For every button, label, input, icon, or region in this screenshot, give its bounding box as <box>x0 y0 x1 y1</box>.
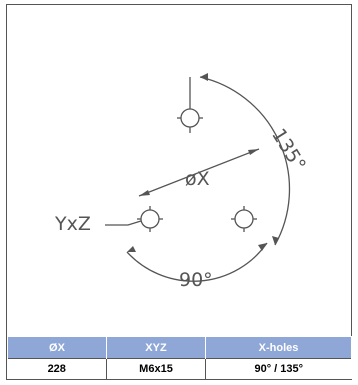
hole-left <box>140 209 160 229</box>
angle-90-label: 90° <box>179 269 213 291</box>
spec-card: øX YxZ 90° 135° ØX XYZ X-holes 228 M6x15… <box>6 4 352 380</box>
cell-x-holes: 90° / 135° <box>205 358 352 379</box>
header-thread: XYZ <box>106 336 206 359</box>
thread-label: YxZ <box>54 213 91 235</box>
hole-top <box>180 108 200 128</box>
angle-90-arc <box>126 242 268 282</box>
cell-thread: M6x15 <box>106 358 206 379</box>
spec-table: ØX XYZ X-holes 228 M6x15 90° / 135° <box>7 336 352 379</box>
header-x-holes: X-holes <box>205 336 352 359</box>
diameter-label: øX <box>185 168 210 190</box>
hole-pattern-drawing: øX YxZ 90° 135° <box>7 5 351 337</box>
angle-135-arc <box>199 76 291 246</box>
header-diameter: ØX <box>7 336 107 359</box>
angle-135-label: 135° <box>267 125 310 175</box>
diameter-dimension-line <box>138 148 260 197</box>
thread-leader-line <box>105 220 142 226</box>
cell-diameter: 228 <box>7 358 107 379</box>
table-row: 228 M6x15 90° / 135° <box>7 358 352 379</box>
hole-right <box>234 209 254 229</box>
spec-table-header-row: ØX XYZ X-holes <box>7 336 352 359</box>
hole-pattern-svg: øX YxZ 90° 135° <box>54 73 310 291</box>
